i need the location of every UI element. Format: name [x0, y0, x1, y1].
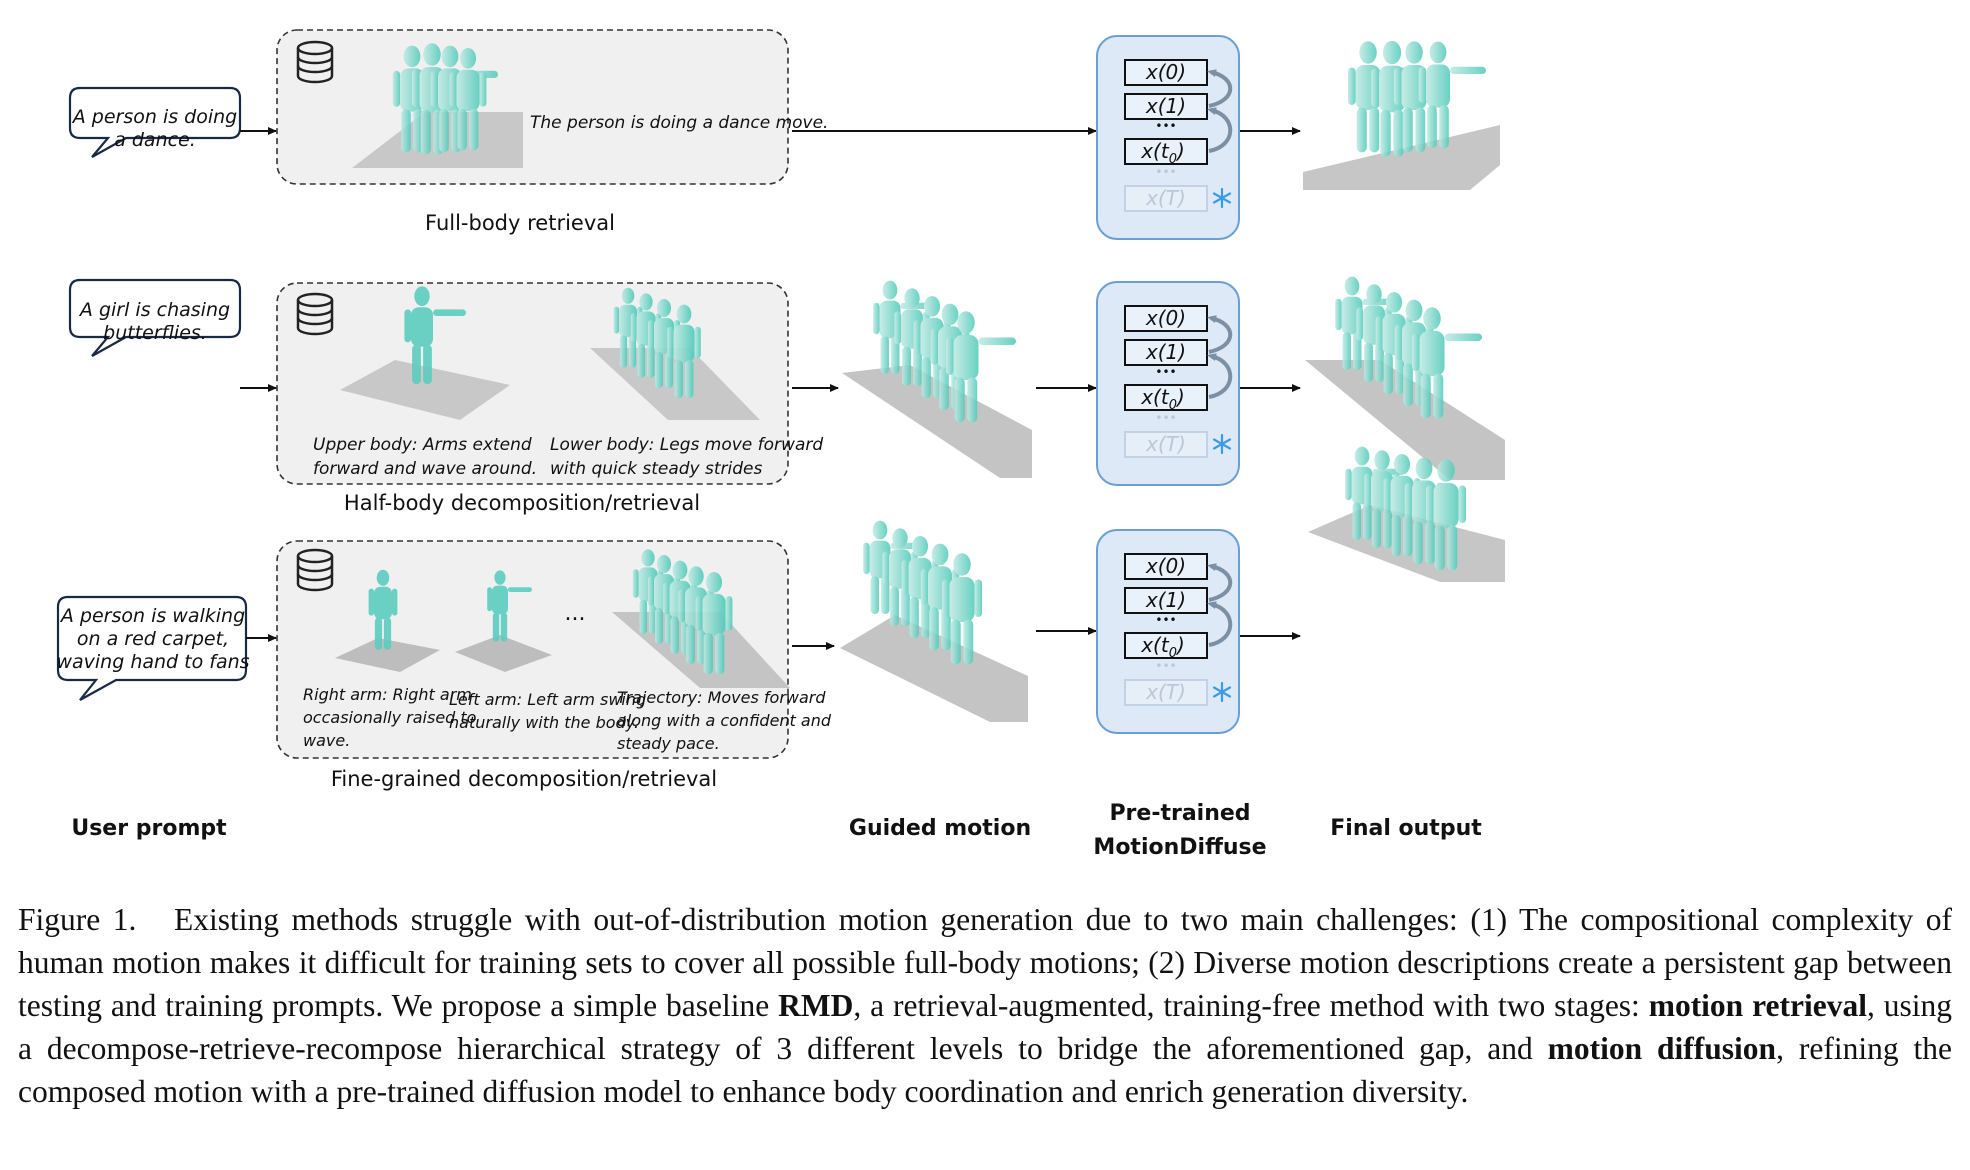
row2-retrieval-panel: Upper body: Arms extend forward and wave… — [276, 282, 823, 485]
denoise-arrow-icon — [1207, 107, 1233, 153]
row2-prompt-line2: butterflies. — [103, 322, 207, 344]
state-x0: x(0) — [1145, 554, 1186, 578]
state-dots: ••• — [1155, 613, 1176, 627]
row1-retrieved-text: The person is doing a dance move. — [530, 113, 828, 133]
row3-ellipsis: ... — [565, 601, 586, 626]
state-xT: x(T) — [1145, 432, 1186, 456]
row3-retrieval-panel: ... Right arm: Right arm occasionally ra… — [276, 540, 832, 759]
figure-diagram: A person is doing a dance. The person is… — [56, 29, 1505, 860]
row3-traj-line3: steady pace. — [617, 734, 720, 753]
state-dots: ••• — [1155, 365, 1176, 379]
row1-prompt-line2: a dance. — [114, 129, 196, 151]
row3-traj-line1: Trajectory: Moves forward — [617, 688, 826, 707]
state-dots-faded: ••• — [1155, 659, 1176, 673]
row1-retrieval-panel: The person is doing a dance move. — [276, 29, 828, 185]
state-x1: x(1) — [1145, 588, 1186, 612]
column-label-final-output: Final output — [1330, 816, 1482, 841]
state-x0: x(0) — [1145, 60, 1186, 84]
row3-prompt-bubble: A person is walking on a red carpet, wav… — [56, 595, 250, 701]
state-x0: x(0) — [1145, 306, 1186, 330]
caption-text: Figure 1. Existing methods struggle with… — [18, 898, 1952, 1113]
row1-prompt-line1: A person is doing — [71, 106, 238, 128]
denoise-arrow-icon — [1207, 353, 1233, 399]
denoise-arrow-icon — [1207, 315, 1233, 354]
row3-right-line3: wave. — [303, 731, 350, 750]
column-label-pretrained-2: MotionDiffuse — [1093, 835, 1266, 860]
state-xt0: x(t0) — [1140, 633, 1185, 661]
row3-left-arm-floor — [455, 635, 552, 672]
row3-traj-line2: along with a confident and — [617, 711, 832, 730]
column-label-guided-motion: Guided motion — [849, 816, 1031, 841]
denoise-arrow-icon — [1207, 69, 1233, 108]
state-xt0: x(t0) — [1140, 139, 1185, 167]
caption-part3: , using a decompose-retrieve-recompose h… — [18, 988, 1952, 1066]
row3-prompt-line1: A person is walking — [59, 605, 245, 627]
row3-right-line2: occasionally raised to — [303, 708, 477, 727]
caption-figure-label: Figure 1. — [18, 902, 137, 937]
diffusion-box-row1: x(0) x(1) ••• x(t0) ••• x(T) — [1096, 35, 1240, 240]
denoise-arrow-icon — [1207, 563, 1233, 602]
row3-left-line2: naturally with the body. — [449, 713, 639, 732]
state-dots-faded: ••• — [1155, 165, 1176, 179]
row3-final-output — [1308, 446, 1505, 582]
caption-rmd: RMD — [778, 988, 854, 1023]
diffusion-box-row2: x(0) x(1) ••• x(t0) ••• x(T) — [1096, 281, 1240, 486]
diffusion-box-row3: x(0) x(1) ••• x(t0) ••• x(T) — [1096, 529, 1240, 734]
row2-upper-line2: forward and wave around. — [313, 459, 537, 479]
row2-guided-motion — [842, 280, 1032, 478]
row2-final-output — [1305, 276, 1505, 480]
row3-guided-motion — [840, 520, 1028, 722]
row2-prompt-bubble: A girl is chasing butterflies. — [68, 278, 242, 357]
state-dots-faded: ••• — [1155, 411, 1176, 425]
state-x1: x(1) — [1145, 340, 1186, 364]
caption-part1: Existing methods struggle with out-of-di… — [18, 902, 1953, 1023]
row3-right-arm-floor — [335, 638, 440, 672]
caption-part4: , refining the composed motion with a pr… — [18, 1031, 1952, 1109]
row2-upper-floor — [340, 360, 510, 420]
row3-prompt-line2: on a red carpet, — [77, 628, 229, 650]
caption-part2: , a retrieval-augmented, training-free m… — [853, 988, 1649, 1023]
state-dots: ••• — [1155, 119, 1176, 133]
row1-panel-label: Full-body retrieval — [425, 211, 615, 235]
row2-prompt-line1: A girl is chasing — [78, 299, 230, 321]
state-x1: x(1) — [1145, 94, 1186, 118]
caption-motion-retrieval: motion retrieval — [1648, 988, 1867, 1023]
row3-right-line1: Right arm: Right arm — [303, 685, 472, 704]
caption-motion-diffusion: motion diffusion — [1547, 1031, 1777, 1066]
row2-lower-line2: with quick steady strides — [550, 459, 762, 479]
row3-left-line1: Left arm: Left arm swing — [449, 690, 646, 709]
figure-caption: Figure 1. Existing methods struggle with… — [18, 898, 1952, 1113]
state-xT: x(T) — [1145, 680, 1186, 704]
denoise-arrow-icon — [1207, 601, 1233, 647]
row2-lower-line1: Lower body: Legs move forward — [550, 435, 823, 455]
row2-upper-line1: Upper body: Arms extend — [313, 435, 532, 455]
column-label-user-prompt: User prompt — [71, 816, 227, 841]
row1-prompt-bubble: A person is doing a dance. — [68, 86, 242, 158]
row2-panel-label: Half-body decomposition/retrieval — [344, 491, 700, 515]
row1-final-output — [1303, 40, 1500, 190]
row3-panel-label: Fine-grained decomposition/retrieval — [331, 767, 717, 791]
column-label-pretrained-1: Pre-trained — [1109, 801, 1250, 826]
state-xT: x(T) — [1145, 186, 1186, 210]
row3-prompt-line3: waving hand to fans — [56, 651, 249, 673]
state-xt0: x(t0) — [1140, 385, 1185, 413]
